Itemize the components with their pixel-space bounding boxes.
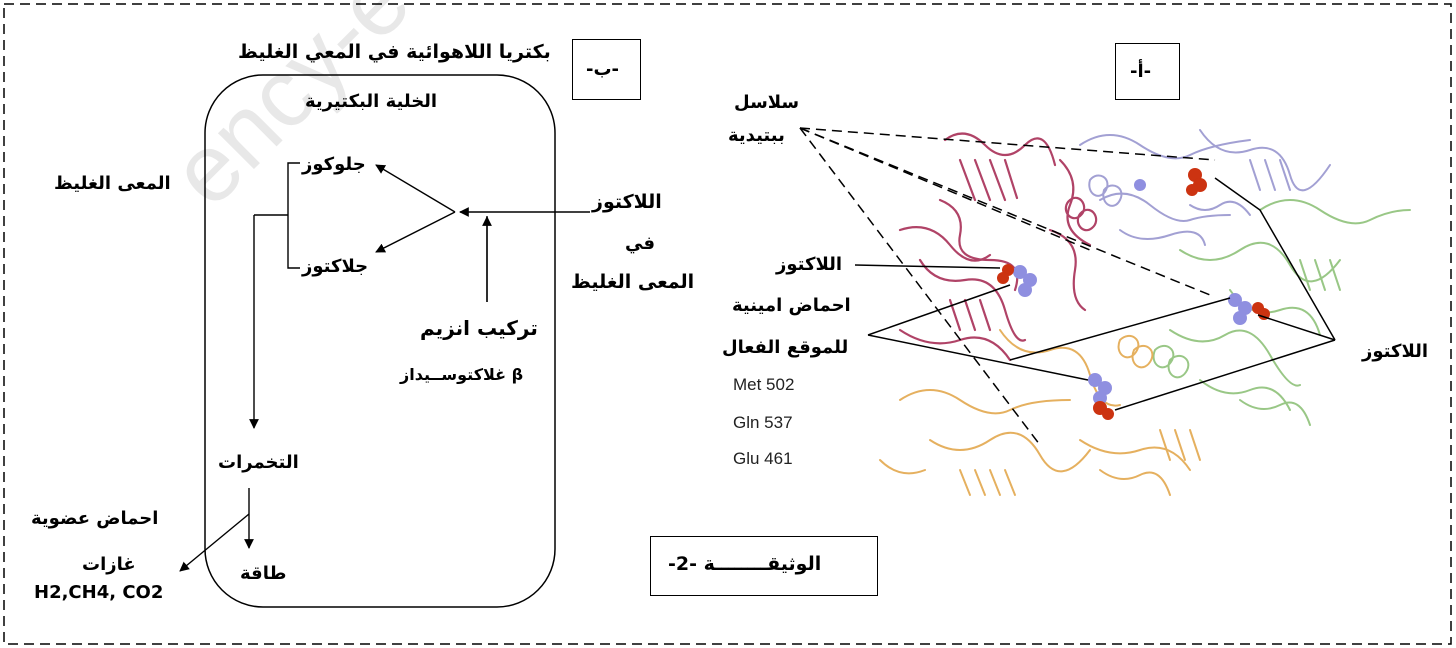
panel-a-annotation-lines bbox=[799, 127, 1336, 446]
peptide-chains-label-2: ببتيدية bbox=[728, 125, 785, 146]
gln-537-label: Gln 537 bbox=[733, 413, 793, 432]
amino-acids-label-1: احماض امينية bbox=[732, 295, 851, 316]
met-502-label: Met 502 bbox=[733, 375, 795, 394]
document-box bbox=[650, 536, 878, 596]
gases-label: غازات bbox=[82, 554, 136, 575]
red-chain bbox=[898, 132, 1098, 362]
large-intestine-label: المعى الغليظ bbox=[54, 173, 171, 194]
outer-dashed-frame bbox=[3, 3, 1452, 645]
anaerobic-bacteria-title: بكتريا اللاهوائية في المعي الغليظ bbox=[238, 41, 551, 63]
lactose-label-b: اللاكتوز bbox=[592, 191, 662, 213]
lactose-ligands bbox=[997, 168, 1270, 420]
document-label: الوثيقــــــــة -2- bbox=[668, 553, 822, 575]
bacterial-cell-outline bbox=[204, 74, 556, 608]
beta-galactosidase-label: β غلاكتوســيداز bbox=[400, 365, 524, 384]
lactose-label-right: اللاكتوز bbox=[1362, 341, 1429, 362]
energy-label: طاقة bbox=[240, 563, 287, 584]
purple-chain bbox=[1079, 129, 1331, 246]
bacterial-cell-label: الخلية البكتيرية bbox=[305, 91, 438, 112]
panel-b-box bbox=[572, 39, 641, 100]
panel-a-label: -أ- bbox=[1130, 61, 1152, 82]
orange-chain bbox=[879, 329, 1201, 496]
peptide-chains-label-1: سلاسل bbox=[734, 92, 800, 113]
protein-structure-illustration bbox=[879, 129, 1411, 496]
panel-a-box bbox=[1115, 43, 1180, 100]
panel-b-label: -ب- bbox=[586, 59, 620, 80]
lactose-in-label: في bbox=[625, 233, 655, 254]
green-chain bbox=[1152, 199, 1411, 426]
enzyme-synthesis-label: تركيب انزيم bbox=[420, 316, 538, 340]
panel-b-arrows bbox=[179, 162, 590, 572]
gas-formulas-label: H2,CH4, CO2 bbox=[34, 582, 164, 603]
fermentations-label: التخمرات bbox=[218, 452, 299, 473]
glucose-label: جلوكوز bbox=[302, 154, 366, 175]
lactose-large-intestine-label: المعى الغليظ bbox=[571, 271, 695, 293]
organic-acids-label: احماض عضوية bbox=[31, 508, 159, 529]
lactose-label-a: اللاكتوز bbox=[776, 254, 843, 275]
galactose-label: جلاكتوز bbox=[302, 256, 369, 277]
amino-acids-label-2: للموقع الفعال bbox=[722, 337, 849, 358]
glu-461-label: Glu 461 bbox=[733, 449, 793, 468]
